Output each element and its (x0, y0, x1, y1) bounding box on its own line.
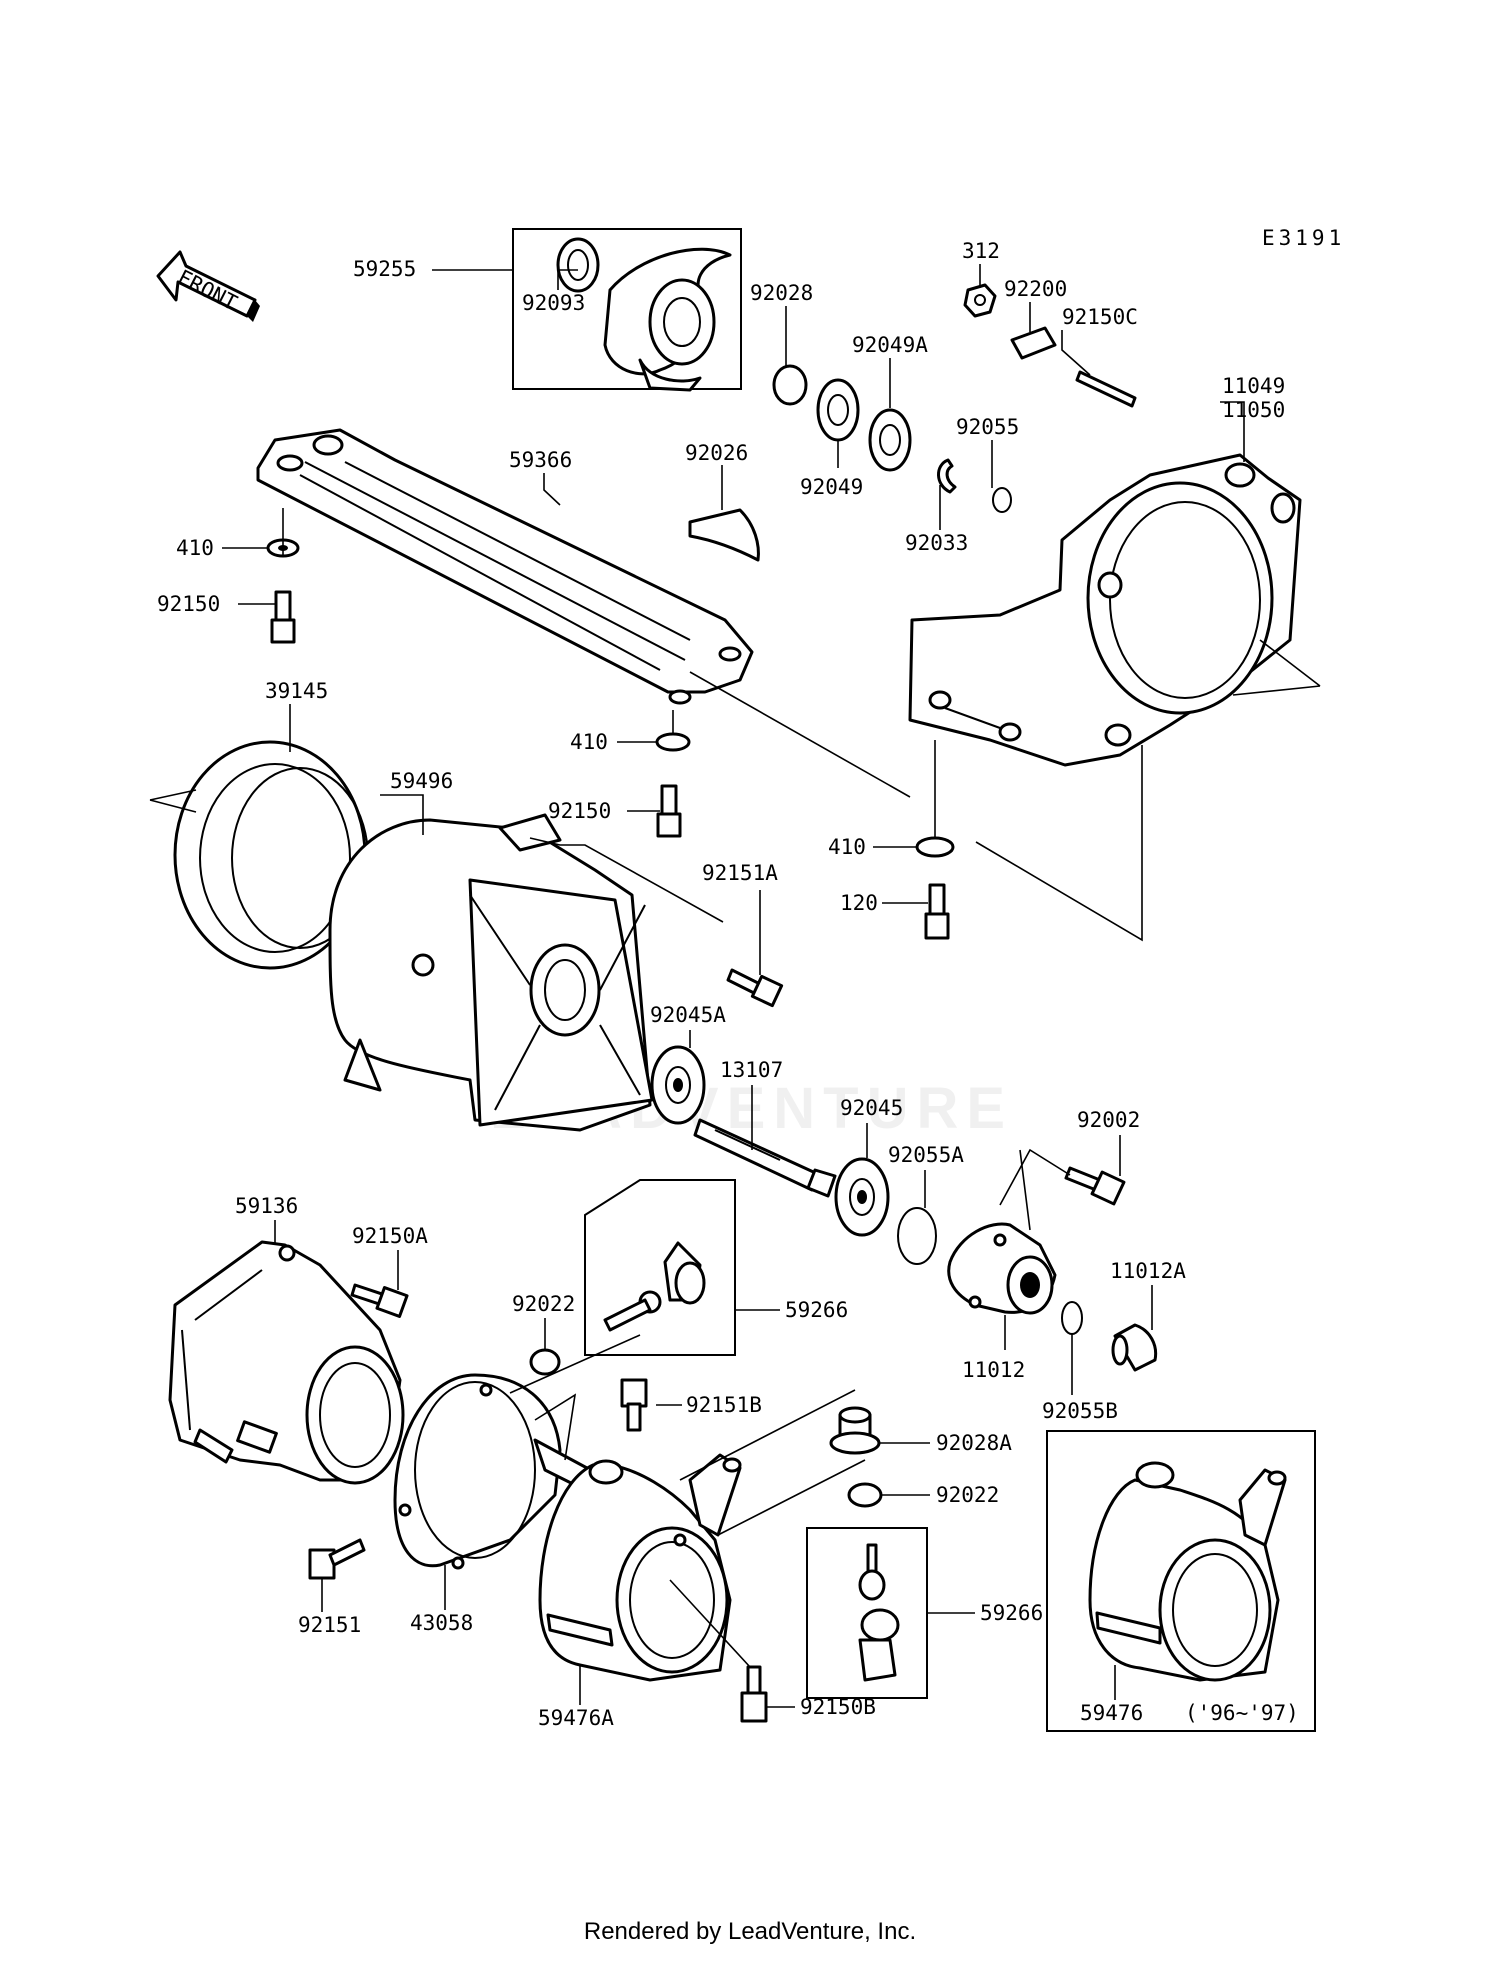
label-13107: 13107 (720, 1058, 783, 1082)
label-92150A: 92150A (352, 1224, 428, 1248)
label-59266-upper: 59266 (785, 1298, 848, 1322)
model-note: ('96~'97) (1185, 1701, 1299, 1725)
label-92002: 92002 (1077, 1108, 1140, 1132)
ball-joint-lower (858, 1543, 900, 1682)
label-92028A: 92028A (936, 1431, 1012, 1455)
label-92033: 92033 (905, 531, 968, 555)
label-92049: 92049 (800, 475, 863, 499)
part-labels: 59255 92093 92028 92049A 312 92200 92150… (157, 239, 1299, 1730)
label-92151: 92151 (298, 1613, 361, 1637)
front-label: FRONT (174, 265, 242, 315)
label-92055A: 92055A (888, 1143, 964, 1167)
ball-joint-box-upper (584, 1179, 736, 1356)
nozzle-59476 (1088, 1461, 1287, 1682)
nozzle-59476-box (1046, 1430, 1316, 1732)
diagram-code: E3191 (1262, 226, 1345, 250)
label-11012A: 11012A (1110, 1259, 1186, 1283)
bolt-92150A (350, 1283, 409, 1318)
label-92093: 92093 (522, 291, 585, 315)
label-92150B: 92150B (800, 1695, 876, 1719)
washer-92022-lower (847, 1482, 883, 1508)
label-11050: 11050 (1222, 398, 1285, 422)
nozzle-59476A (538, 1453, 742, 1682)
label-92200: 92200 (1004, 277, 1067, 301)
front-arrow-icon: FRONT (156, 250, 260, 322)
label-59476A: 59476A (538, 1706, 614, 1730)
nut-plate-stud (963, 283, 1137, 408)
label-59496: 59496 (390, 769, 453, 793)
impeller-group-box (512, 228, 742, 390)
label-39145: 39145 (265, 679, 328, 703)
label-59255: 59255 (353, 257, 416, 281)
screen-part (688, 508, 760, 562)
label-59476: 59476 (1080, 1701, 1143, 1725)
label-92055: 92055 (956, 415, 1019, 439)
bolt-92002 (1064, 1166, 1126, 1206)
footer-credit: Rendered by LeadVenture, Inc. (583, 1918, 917, 1945)
cap-11012 (947, 1222, 1057, 1315)
bolt-92150B (740, 1665, 768, 1723)
label-92045: 92045 (840, 1096, 903, 1120)
o-ring-92055A (897, 1207, 937, 1265)
label-59266-lower: 59266 (980, 1601, 1043, 1625)
nozzle-ring-43058 (393, 1373, 602, 1570)
label-92150-top: 92150 (157, 592, 220, 616)
label-410-top: 410 (176, 536, 214, 560)
label-120: 120 (840, 891, 878, 915)
label-43058: 43058 (410, 1611, 473, 1635)
collar-92028A (829, 1406, 881, 1455)
label-92151B: 92151B (686, 1393, 762, 1417)
bolt-92150-mid (656, 784, 682, 838)
label-92151A: 92151A (702, 861, 778, 885)
label-92022-lower: 92022 (936, 1483, 999, 1507)
label-11012: 11012 (962, 1358, 1025, 1382)
washer-410-right (915, 836, 955, 858)
leader-lines (149, 264, 1321, 1708)
bolt-92151 (308, 1538, 366, 1580)
shaft-13107 (693, 1118, 837, 1198)
label-92045A: 92045A (650, 1003, 726, 1027)
label-11049: 11049 (1222, 374, 1285, 398)
o-ring-92055B (1061, 1301, 1083, 1335)
collar-and-seals (772, 364, 1012, 513)
label-92022-upper: 92022 (512, 1292, 575, 1316)
label-92049A: 92049A (852, 333, 928, 357)
bolt-92151B (620, 1378, 648, 1432)
ride-plate-part (256, 428, 754, 705)
washer-410-mid (655, 732, 691, 752)
label-92026: 92026 (685, 441, 748, 465)
bolt-92151A (726, 968, 784, 1008)
pump-cover-part (908, 453, 1302, 767)
label-92150C: 92150C (1062, 305, 1138, 329)
bearing-92045A (650, 1045, 706, 1125)
bolt-120 (924, 883, 950, 940)
label-312: 312 (962, 239, 1000, 263)
pump-case-part (328, 813, 654, 1132)
washer-92022-upper (529, 1348, 561, 1376)
ball-joint-upper (603, 1241, 706, 1332)
label-92028: 92028 (750, 281, 813, 305)
label-410-mid: 410 (570, 730, 608, 754)
label-59136: 59136 (235, 1194, 298, 1218)
plug-11012A (1111, 1323, 1158, 1372)
label-59366: 59366 (509, 448, 572, 472)
bolt-92150-top (270, 590, 296, 644)
label-92150-mid: 92150 (548, 799, 611, 823)
impeller-part (556, 237, 732, 392)
steering-nozzle-59136 (168, 1240, 405, 1485)
label-410-right: 410 (828, 835, 866, 859)
bearing-92045 (834, 1157, 890, 1237)
label-92055B: 92055B (1042, 1399, 1118, 1423)
